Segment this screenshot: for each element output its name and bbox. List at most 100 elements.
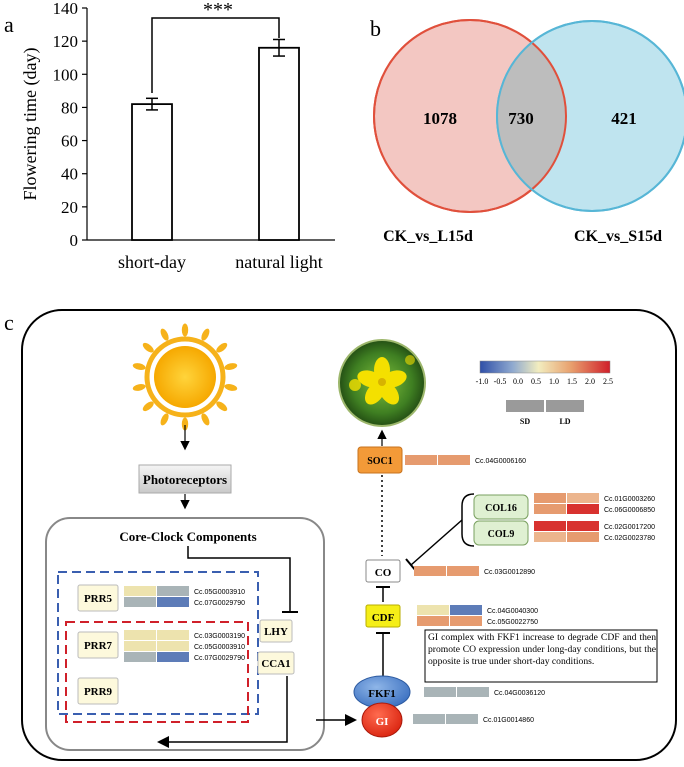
- gene-prr5: PRR5: [77, 584, 119, 612]
- venn-overlap-count: 730: [508, 109, 534, 128]
- gene-soc1: SOC1: [357, 446, 403, 474]
- heatmap-cell-sd: [413, 714, 445, 724]
- venn-right-label: CK_vs_S15d: [574, 228, 662, 245]
- sun-ray: [142, 342, 154, 353]
- gene-prr7: PRR7: [77, 631, 119, 659]
- heatmap-cell-sd: [124, 652, 156, 662]
- heatmap-cell-sd: [417, 605, 449, 615]
- gene-id-label: Cc.04G0036120: [494, 690, 545, 697]
- photoreceptors-box: [138, 464, 232, 494]
- clock-feedback-top: [187, 546, 291, 612]
- venn-overlap: [497, 21, 566, 211]
- annotation-text: GI complex with FKF1 increase to degrade…: [428, 632, 656, 667]
- core-clock-title: Core-Clock Components: [119, 529, 256, 544]
- heatmap-cell-ld: [447, 566, 479, 576]
- heatmap-cell-ld: [157, 586, 189, 596]
- scale-tick-label: 1.5: [567, 377, 577, 386]
- heatmap-cell-sd: [124, 597, 156, 607]
- x-tick-label: short-day: [118, 252, 186, 272]
- y-tick-label: 120: [53, 32, 79, 51]
- heatmap-cell-sd: [424, 687, 456, 697]
- gene-id-label: Cc.03G0012890: [484, 569, 535, 576]
- y-tick-label: 40: [61, 165, 78, 184]
- gene-id-label: Cc.04G0006160: [475, 458, 526, 465]
- heatmap-cell-ld: [457, 687, 489, 697]
- gene-gi: GI: [361, 702, 403, 738]
- sun-ray: [160, 413, 169, 426]
- x-tick-label: natural light: [235, 252, 322, 272]
- svg-text:SOC1: SOC1: [367, 456, 393, 467]
- venn-left-label: CK_vs_L15d: [383, 228, 473, 245]
- sun-ray: [181, 323, 189, 337]
- heatmap-cell-ld: [157, 630, 189, 640]
- significance-stars: ***: [203, 0, 233, 21]
- heatmap-cell-sd: [534, 521, 566, 531]
- gene-fkf1: FKF1: [353, 675, 411, 709]
- heatmap-cell-ld: [450, 605, 482, 615]
- prr7-group-dashed: [65, 621, 249, 723]
- heatmap-cell-sd: [124, 586, 156, 596]
- sun-icon: [132, 323, 238, 431]
- bar-1: [258, 46, 300, 241]
- scale-tick-label: 1.0: [549, 377, 559, 386]
- heatmap-cell-sd: [534, 532, 566, 542]
- sun-ray: [216, 342, 228, 353]
- venn-right-count: 421: [611, 109, 637, 128]
- y-tick-label: 20: [61, 198, 78, 217]
- bar-0: [131, 103, 173, 241]
- gene-col16: COL16: [473, 494, 529, 520]
- clock-feedback-bottom: [157, 676, 288, 748]
- sun-ray: [132, 363, 146, 370]
- sd-label: SD: [520, 417, 530, 426]
- heatmap-cell-sd: [534, 493, 566, 503]
- gene-id-label: Cc.01G0003260: [604, 496, 655, 503]
- flower-photo: [338, 339, 426, 427]
- sun-ray: [132, 384, 146, 391]
- gene-id-label: Cc.02G0023780: [604, 535, 655, 542]
- svg-text:CCA1: CCA1: [261, 658, 290, 670]
- gene-cdf: CDF: [365, 604, 401, 628]
- svg-text:FKF1: FKF1: [368, 688, 396, 700]
- col-inhibit-co: [410, 519, 463, 566]
- gene-id-label: Cc.05G0022750: [487, 619, 538, 626]
- gene-id-label: Cc.07G0029790: [194, 655, 245, 662]
- heatmap-cell-sd: [534, 504, 566, 514]
- gene-prr9: PRR9: [77, 677, 119, 705]
- gene-id-label: Cc.06G0006850: [604, 507, 655, 514]
- heatmap-cell-ld: [450, 616, 482, 626]
- y-tick-label: 80: [61, 98, 78, 117]
- heatmap-cell-ld: [567, 493, 599, 503]
- venn-left-count: 1078: [423, 109, 457, 128]
- gene-id-label: Cc.02G0017200: [604, 524, 655, 531]
- sun-ray: [224, 363, 238, 370]
- svg-text:COL9: COL9: [488, 529, 515, 540]
- scale-tick-label: -0.5: [494, 377, 507, 386]
- gene-co: CO: [365, 559, 401, 583]
- y-tick-label: 60: [61, 132, 78, 151]
- ld-label: LD: [559, 417, 570, 426]
- heatmap-cell-sd: [124, 641, 156, 651]
- heatmap-cell-ld: [567, 521, 599, 531]
- gene-col9: COL9: [473, 520, 529, 546]
- svg-text:COL16: COL16: [485, 503, 517, 514]
- gene-id-label: Cc.03G0003190: [194, 633, 245, 640]
- heatmap-cell-ld: [567, 504, 599, 514]
- heatmap-cell-sd: [414, 566, 446, 576]
- y-tick-label: 100: [53, 65, 79, 84]
- svg-text:PRR5: PRR5: [84, 593, 113, 605]
- heatmap-cell-ld: [567, 532, 599, 542]
- heatmap-cell-ld: [157, 641, 189, 651]
- heatmap-cell-ld: [157, 652, 189, 662]
- sun-ray: [224, 384, 238, 391]
- gene-cca1: CCA1: [257, 651, 295, 675]
- gene-id-label: Cc.05G0003910: [194, 589, 245, 596]
- svg-text:CO: CO: [375, 567, 392, 579]
- svg-text:PRR7: PRR7: [84, 640, 113, 652]
- sun-ray: [160, 328, 169, 341]
- heatmap-cell-sd: [405, 455, 437, 465]
- svg-text:PRR9: PRR9: [84, 686, 113, 698]
- heatmap-cell-sd: [124, 630, 156, 640]
- venn-diagram: 1078 730 421 CK_vs_L15d CK_vs_S15d: [373, 19, 684, 245]
- panel-label-b: b: [370, 16, 381, 41]
